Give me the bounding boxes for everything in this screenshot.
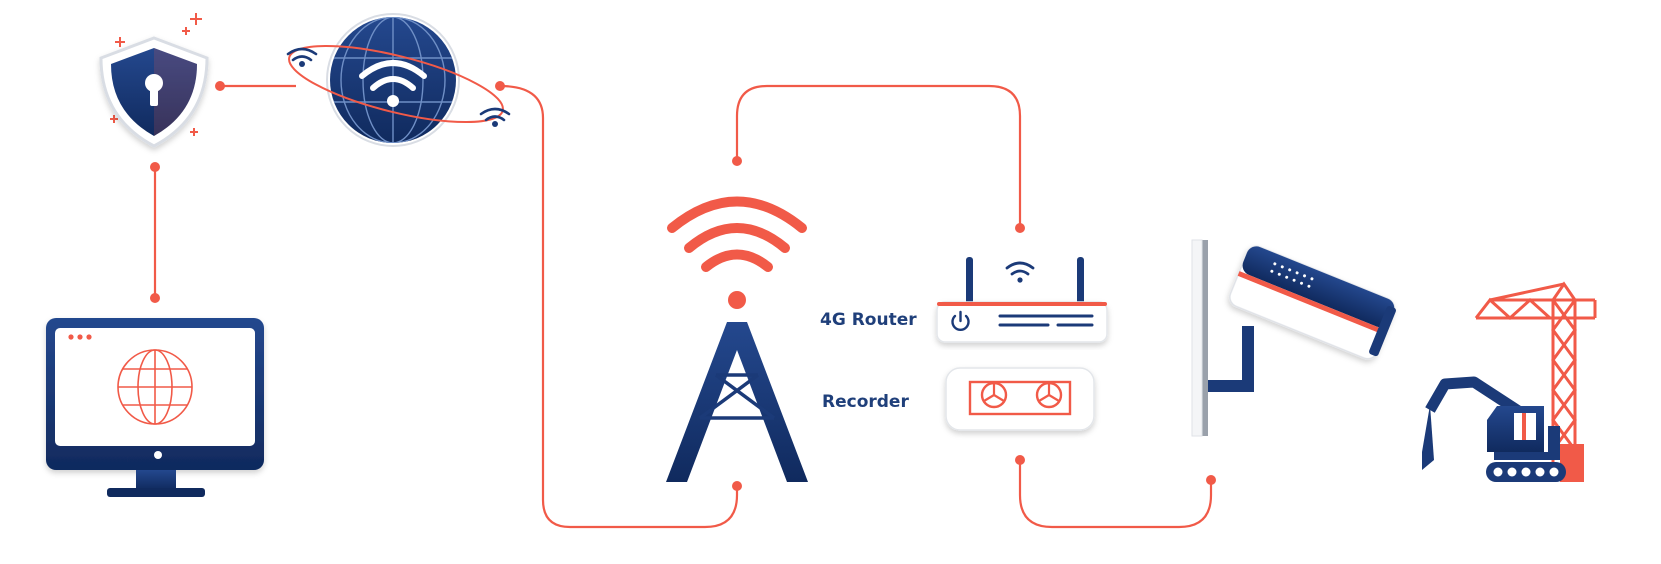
edge-tower-router xyxy=(735,84,1022,228)
connector-lines xyxy=(153,84,1213,529)
monitor-globe-icon xyxy=(46,318,264,497)
recorder-icon xyxy=(945,367,1095,431)
edge-recorder-camera xyxy=(1018,460,1213,529)
shield-keyhole-icon xyxy=(99,13,209,148)
edge-globe-tower xyxy=(499,84,739,529)
router-label: 4G Router xyxy=(820,310,917,330)
connector-dots xyxy=(150,81,1216,491)
router-icon xyxy=(936,257,1108,343)
cctv-camera-icon xyxy=(1191,239,1396,437)
recorder-label: Recorder xyxy=(822,392,909,412)
cell-tower-icon xyxy=(666,196,808,482)
crane-excavator-icon xyxy=(1422,281,1597,482)
globe-wifi-icon xyxy=(286,13,511,147)
